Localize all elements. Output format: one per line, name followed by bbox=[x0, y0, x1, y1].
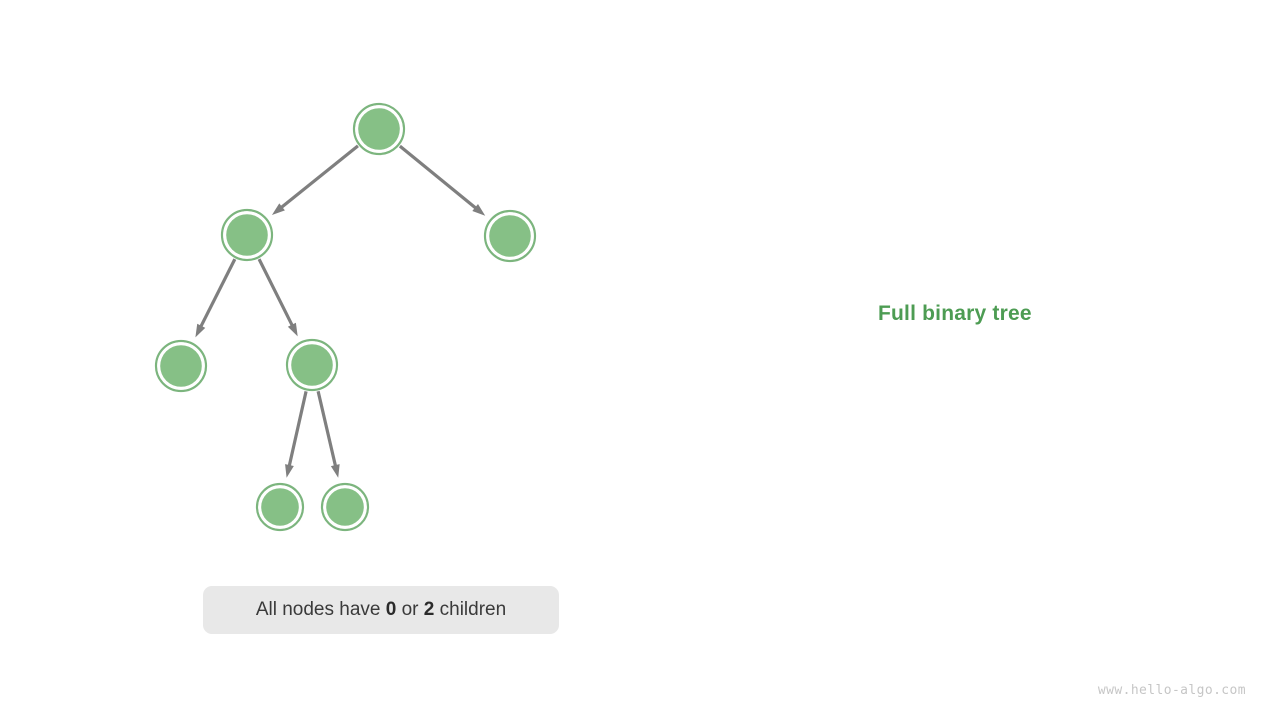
node-ring bbox=[285, 338, 339, 392]
node-ring-gap bbox=[355, 105, 403, 153]
tree-node bbox=[255, 482, 305, 532]
tree-edge bbox=[398, 144, 479, 211]
node-ring-gap bbox=[323, 485, 367, 529]
caption-bold-two: 2 bbox=[423, 599, 435, 620]
node-fill bbox=[160, 345, 202, 387]
edge-arrowhead bbox=[195, 323, 206, 338]
caption-badge: All nodes have 0 or 2 children bbox=[203, 586, 559, 634]
tree-node bbox=[352, 102, 406, 156]
node-ring-gap bbox=[223, 211, 271, 259]
tree-edge bbox=[278, 144, 359, 211]
edge-arrowhead bbox=[330, 464, 340, 478]
node-ring bbox=[154, 339, 208, 393]
node-fill bbox=[226, 214, 268, 256]
page-title: Full binary tree bbox=[878, 302, 1032, 325]
tree-edge bbox=[257, 258, 295, 329]
node-fill bbox=[489, 215, 531, 257]
edge-arrowhead bbox=[285, 464, 294, 478]
node-ring bbox=[352, 102, 406, 156]
node-fill bbox=[326, 488, 364, 526]
site-watermark: www.hello-algo.com bbox=[1097, 683, 1246, 698]
node-fill bbox=[261, 488, 299, 526]
node-ring bbox=[483, 209, 537, 263]
caption-prefix: All nodes have bbox=[255, 599, 386, 620]
node-ring bbox=[255, 482, 305, 532]
edge-arrowhead bbox=[287, 322, 298, 337]
tree-edge bbox=[198, 258, 237, 330]
node-ring-gap bbox=[486, 212, 534, 260]
tree-node bbox=[154, 339, 208, 393]
edge-layer bbox=[195, 144, 486, 478]
node-ring-gap bbox=[258, 485, 302, 529]
caption-middle: or bbox=[396, 599, 424, 620]
caption-bold-zero: 0 bbox=[385, 599, 397, 620]
edge-arrowhead bbox=[271, 203, 285, 215]
caption-text: All nodes have 0 or 2 children bbox=[256, 599, 506, 621]
node-ring-gap bbox=[288, 341, 336, 389]
caption-suffix: children bbox=[434, 599, 507, 620]
tree-edge bbox=[287, 390, 308, 469]
node-ring bbox=[320, 482, 370, 532]
node-fill bbox=[358, 108, 400, 150]
tree-node bbox=[320, 482, 370, 532]
tree-node bbox=[483, 209, 537, 263]
tree-edge bbox=[316, 390, 338, 469]
node-ring-gap bbox=[157, 342, 205, 390]
node-ring bbox=[220, 208, 274, 262]
node-fill bbox=[291, 344, 333, 386]
edge-arrowhead bbox=[472, 204, 486, 216]
node-layer bbox=[154, 102, 537, 532]
tree-node bbox=[285, 338, 339, 392]
tree-node bbox=[220, 208, 274, 262]
